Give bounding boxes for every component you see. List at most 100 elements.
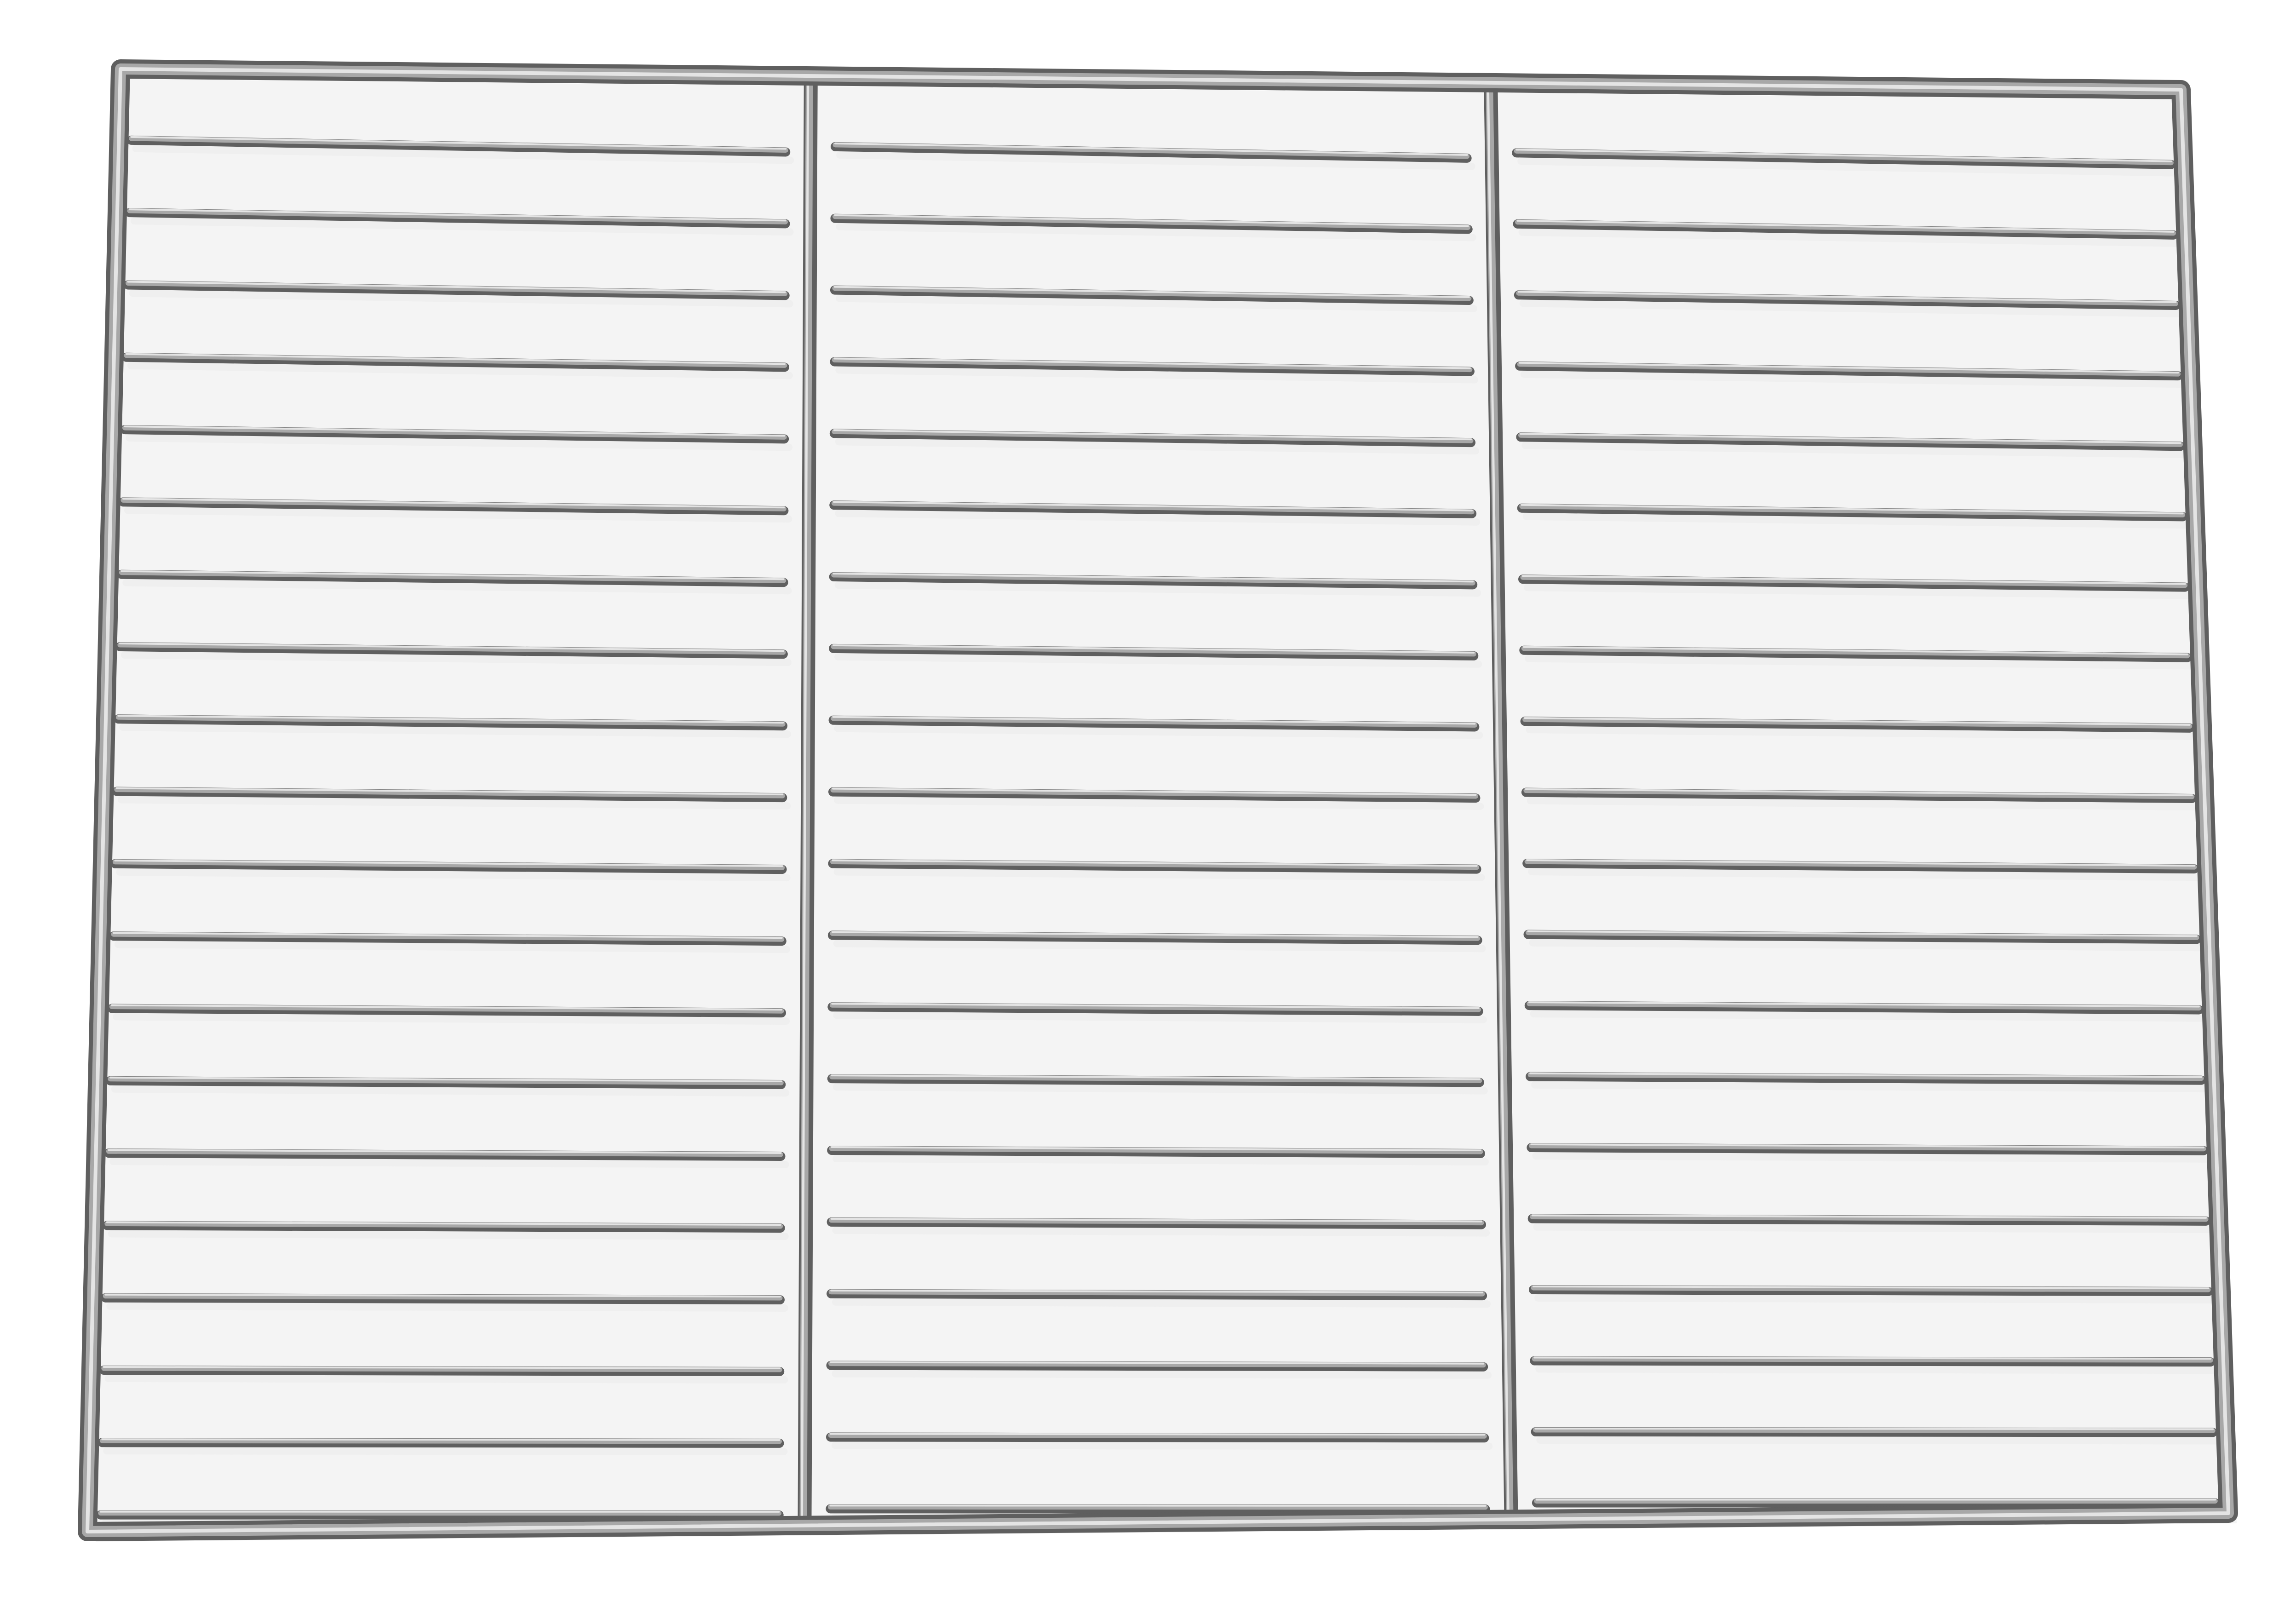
cross-bar-highlight (833, 429, 1472, 441)
cross-bar-shadow (119, 723, 792, 738)
cross-bar-shadow (1533, 1223, 2215, 1233)
cross-bar (832, 142, 1470, 159)
cross-bar-shadow (109, 1158, 789, 1169)
cross-bar-shadow (1518, 228, 2182, 247)
cross-bar (832, 357, 1473, 373)
cross-bar-shadow (126, 434, 793, 451)
cross-bar (829, 1002, 1481, 1012)
cross-bar-shadow (832, 1370, 1492, 1379)
cross-bar-shadow (108, 1230, 789, 1240)
cross-bar-shadow (833, 796, 1484, 810)
cross-bar (831, 572, 1475, 586)
cross-bar-shadow (122, 579, 792, 595)
cross-bar-highlight (1527, 930, 2198, 937)
cross-bar-shadow (1534, 1294, 2217, 1304)
cross-bar (111, 931, 785, 942)
cross-bar-shadow (1523, 584, 2193, 599)
cross-bar-highlight (832, 787, 1477, 796)
cross-bar-highlight (115, 787, 784, 796)
cross-bar-shadow (835, 366, 1478, 384)
cross-bar (104, 1221, 783, 1229)
cross-bar-shadow (1528, 868, 2203, 881)
cross-bar-highlight (832, 573, 1474, 583)
cross-bar-highlight (122, 498, 785, 509)
cross-bar-shadow (117, 796, 791, 810)
cross-bar-shadow (835, 438, 1480, 455)
cross-bar-shadow (835, 294, 1477, 313)
cross-bar-shadow (1532, 1152, 2212, 1163)
vertical-divider-highlight (1487, 81, 1510, 1521)
cross-bar (1530, 1214, 2209, 1222)
cross-bar (832, 214, 1471, 230)
cross-bar (1514, 148, 2174, 166)
cross-bar-highlight (103, 1366, 781, 1369)
cross-bar-highlight (1521, 504, 2184, 515)
cross-bar-shadow (121, 651, 792, 666)
cross-bar (128, 136, 788, 153)
cross-bar-shadow (836, 223, 1476, 241)
cross-bar-highlight (831, 931, 1479, 938)
cross-bar-shadow (114, 941, 790, 953)
rack-frame (78, 59, 2238, 1541)
cross-bar-shadow (833, 868, 1485, 881)
outer-frame-highlight (86, 67, 2230, 1533)
cross-bar (108, 1076, 784, 1085)
cross-bar (125, 280, 788, 296)
cross-bar-highlight (1528, 1001, 2200, 1008)
cross-bar-shadow (832, 1083, 1488, 1095)
cross-bar-highlight (114, 859, 783, 867)
cross-bar-shadow (1522, 512, 2191, 529)
cross-bar (830, 859, 1480, 870)
cross-bar-highlight (1521, 575, 2186, 585)
cross-bar (830, 930, 1481, 941)
cross-bar-highlight (834, 214, 1469, 227)
cross-bar (829, 1217, 1484, 1226)
cross-bar-highlight (1533, 1356, 2212, 1360)
cross-bar-shadow (834, 653, 1482, 668)
cross-bar (831, 500, 1475, 515)
cross-bar (1519, 504, 2186, 517)
cross-bar-shadow (832, 1226, 1490, 1237)
cross-bar-highlight (1529, 1072, 2202, 1078)
cross-bar (1520, 574, 2188, 588)
cross-bar-highlight (125, 353, 786, 365)
cross-bar (109, 1004, 784, 1014)
cross-bar (1532, 1356, 2213, 1363)
cross-bar-highlight (1532, 1286, 2210, 1290)
cross-bar-shadow (833, 1011, 1487, 1023)
cross-bar-shadow (106, 1302, 788, 1312)
rack-shadow (96, 79, 2237, 1542)
cross-bar-highlight (1519, 362, 2179, 374)
cross-bar-highlight (1520, 433, 2181, 444)
cross-bar-shadow (832, 1298, 1491, 1308)
cross-bar (124, 353, 787, 368)
cross-bar (829, 1146, 1483, 1154)
cross-bar-highlight (830, 1289, 1484, 1294)
cross-bar (828, 1432, 1487, 1439)
cross-bar (101, 1366, 782, 1372)
cross-bar (112, 859, 785, 870)
cross-bar-highlight (1523, 646, 2188, 655)
cross-bar-shadow (831, 1441, 1493, 1450)
cross-bar-shadow (836, 151, 1475, 170)
cross-bar (828, 1361, 1486, 1368)
cross-bar-highlight (834, 142, 1468, 156)
vertical-divider-highlight (800, 75, 809, 1527)
cross-bar (1528, 1143, 2206, 1152)
cross-bar (119, 570, 786, 583)
cross-bar-shadow (129, 289, 793, 308)
vertical-divider (1486, 79, 1514, 1523)
cross-bar-shadow (127, 362, 793, 379)
cross-bar (1527, 1072, 2204, 1081)
cross-bar (1516, 290, 2179, 306)
cross-bar-shadow (1517, 157, 2180, 177)
cross-bar (1518, 432, 2183, 447)
cross-bar-highlight (832, 859, 1478, 867)
cross-bar-shadow (834, 724, 1483, 739)
cross-bar-highlight (1531, 1214, 2207, 1219)
cross-bar-shadow (1527, 797, 2200, 811)
cross-bar-highlight (1526, 859, 2195, 867)
cross-bar-shadow (1521, 442, 2189, 459)
cross-bar-shadow (1519, 299, 2184, 317)
